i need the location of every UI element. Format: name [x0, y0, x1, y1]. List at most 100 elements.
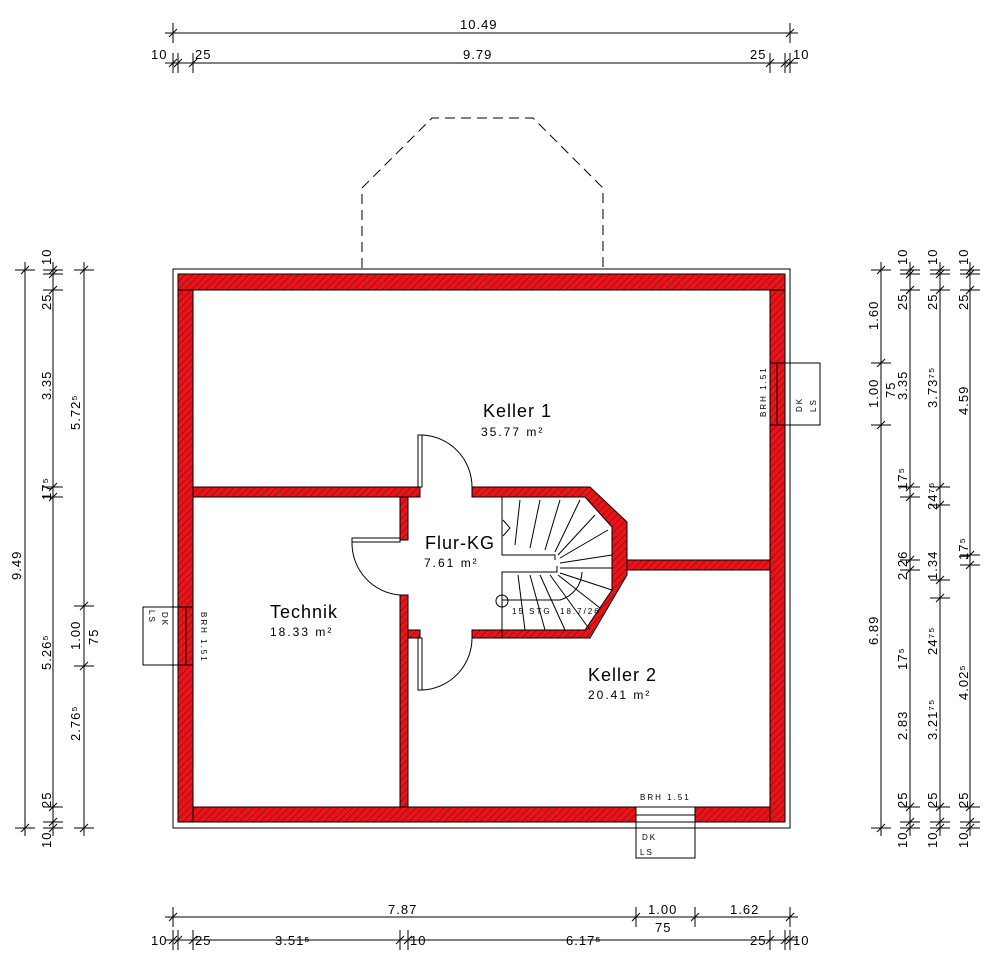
window-right[interactable]: BRH 1.51 DK LS — [759, 362, 821, 426]
dim-label: 17⁵ — [895, 647, 910, 670]
dim-label: 10 — [39, 249, 54, 265]
dimension-line — [690, 912, 700, 922]
room-area-keller2: 20.41 m² — [588, 688, 651, 702]
dim-left-total: 9.49 — [9, 551, 24, 580]
window-bottom-ls: LS — [640, 848, 654, 857]
dimension-line — [168, 912, 178, 922]
staircase: 15 STG 18.7/26 — [495, 497, 613, 638]
dim-label: 3.51⁵ — [275, 933, 311, 948]
dim-label: 25 — [39, 792, 54, 808]
door-keller1[interactable] — [417, 434, 473, 488]
dimension-line — [935, 802, 945, 812]
dim-label: 9.79 — [463, 47, 492, 62]
dimension-line — [395, 935, 405, 945]
dimension-line — [48, 823, 58, 833]
dim-label: 10 — [895, 249, 910, 265]
dim-label: 2.26 — [895, 551, 910, 580]
room-name-flur: Flur-KG — [425, 533, 495, 553]
dimension-line — [79, 823, 89, 833]
dimension-line — [965, 265, 975, 275]
dim-label: 1.62 — [730, 902, 759, 917]
dimension-line — [79, 601, 89, 611]
dimension-line — [79, 265, 89, 275]
window-right-ls: LS — [809, 398, 818, 412]
dimension-line — [48, 802, 58, 812]
dim-label: 3.35 — [895, 371, 910, 400]
window-left[interactable]: BRH 1.51 LS DK — [142, 606, 208, 666]
dimension-line — [48, 492, 58, 502]
dim-label: 17⁵ — [895, 467, 910, 490]
dimension-line — [905, 269, 915, 279]
dimension-line — [20, 823, 30, 833]
dim-label: 17⁵ — [956, 537, 971, 560]
dimension-line — [168, 28, 178, 38]
dim-label: 10 — [151, 933, 167, 948]
interior-walls — [192, 486, 771, 808]
dimension-line — [48, 265, 58, 275]
dimension-line — [905, 565, 915, 575]
dim-label: 1.00 — [68, 621, 83, 650]
dimension-line — [935, 482, 945, 492]
dim-top-total: 10.49 — [460, 17, 498, 32]
dim-label: 25 — [956, 294, 971, 310]
dimension-line — [905, 823, 915, 833]
dimension-bottom: 7.87 1.00 75 1.62 10 25 3.51⁵ 10 6.17⁵ 2… — [151, 902, 808, 948]
dimension-line — [876, 265, 886, 275]
dim-label: 10 — [39, 832, 54, 848]
dim-label: 24⁷⁵ — [925, 626, 940, 655]
room-area-technik: 18.33 m² — [270, 625, 333, 639]
dimension-line — [905, 802, 915, 812]
dim-label: 25 — [750, 47, 766, 62]
door-technik[interactable] — [351, 537, 401, 596]
dimension-line — [905, 265, 915, 275]
dim-label: 25 — [925, 294, 940, 310]
dim-label: 10 — [956, 832, 971, 848]
dimension-line — [935, 285, 945, 295]
dimension-line — [965, 817, 975, 827]
dim-label: 3.21⁷⁵ — [925, 699, 940, 740]
dim-label: 25 — [895, 294, 910, 310]
dimension-right: 1.60 1.00 75 6.89 10 25 3.35 17⁵ 2.26 17… — [866, 249, 971, 848]
window-bottom[interactable]: BRH 1.51 DK LS — [635, 793, 696, 859]
window-left-ls: LS — [147, 610, 156, 624]
dim-label: 10 — [410, 933, 426, 948]
dimension-line — [403, 935, 413, 945]
dimension-line — [965, 285, 975, 295]
dim-label: 25 — [956, 792, 971, 808]
dimension-line — [935, 500, 945, 510]
dimension-line — [48, 269, 58, 279]
dim-label: 1.00 — [866, 379, 881, 408]
dimension-left: 9.49 10 25 3.35 17⁵ 5.26⁵ 25 10 5.72⁵ 1.… — [9, 249, 101, 848]
dim-label: 1.34 — [925, 551, 940, 580]
dimension-line — [173, 58, 183, 68]
dim-label: 1.00 — [648, 902, 677, 917]
dimension-line — [48, 285, 58, 295]
dim-label: 10 — [793, 47, 809, 62]
dim-label: 10 — [925, 249, 940, 265]
door-keller2[interactable] — [417, 637, 473, 691]
dimension-line — [785, 912, 795, 922]
building-outline — [172, 268, 791, 829]
room-area-keller1: 35.77 m² — [481, 425, 544, 439]
dimension-line — [905, 285, 915, 295]
dimension-line — [965, 550, 975, 560]
dim-label: 5.72⁵ — [68, 394, 83, 430]
dim-label: 24⁷⁵ — [925, 481, 940, 510]
dim-label: 75 — [655, 920, 671, 935]
dimension-line — [188, 935, 198, 945]
dim-label: 2.83 — [895, 711, 910, 740]
dim-label: 25 — [195, 933, 211, 948]
window-left-dk: DK — [160, 612, 169, 627]
dimension-line — [876, 420, 886, 430]
dimension-line — [905, 555, 915, 565]
dimension-line — [935, 269, 945, 279]
dimension-line — [935, 817, 945, 827]
dimension-line — [780, 58, 790, 68]
dimension-line — [168, 935, 178, 945]
dim-label: 2.76⁵ — [68, 705, 83, 741]
dimension-line — [785, 58, 795, 68]
dim-label: 4.02⁵ — [956, 664, 971, 700]
dimension-line — [765, 58, 775, 68]
dimension-line — [965, 269, 975, 279]
